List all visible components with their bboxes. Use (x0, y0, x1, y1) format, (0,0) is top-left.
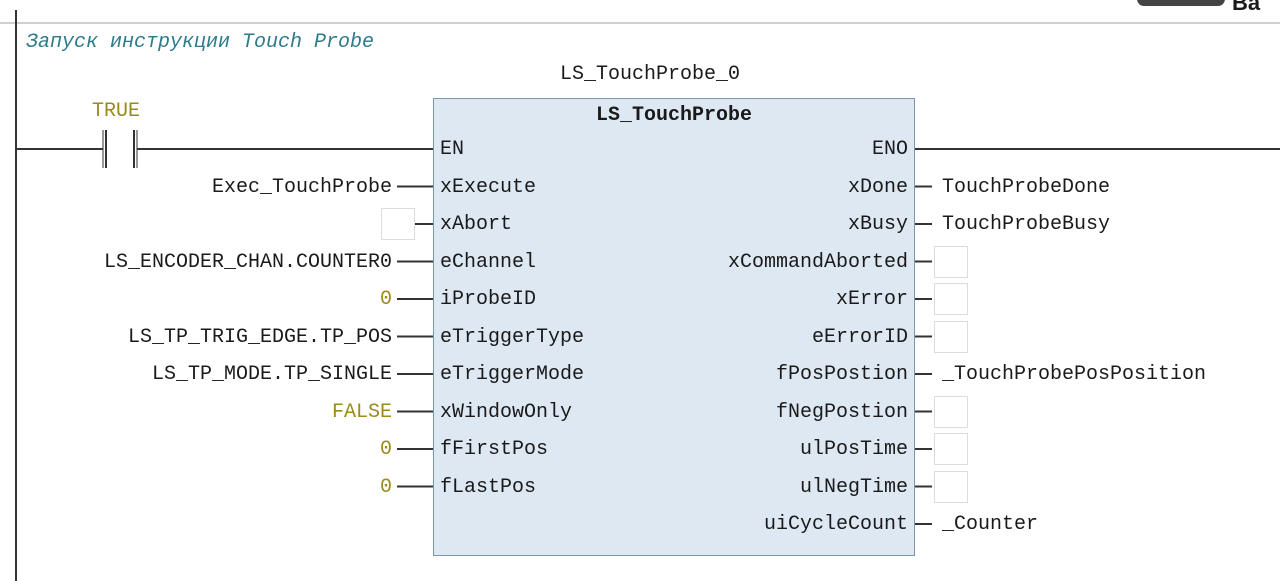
output-empty-eErrorID[interactable] (934, 320, 968, 353)
input-value-fFirstPos[interactable]: 0 (379, 438, 392, 461)
output-pin-xBusy: xBusy (847, 213, 908, 236)
output-value-uiCycleCount[interactable]: _Counter (942, 513, 1039, 536)
output-empty-xCommandAborted[interactable] (934, 245, 968, 278)
function-block[interactable] (433, 98, 915, 556)
output-pin-uiCycleCount: uiCycleCount (763, 513, 908, 536)
output-empty-xError[interactable] (934, 283, 968, 315)
output-value-xBusy[interactable]: TouchProbeBusy (942, 213, 1111, 236)
input-value-eTriggerMode[interactable]: LS_TP_MODE.TP_SINGLE (151, 363, 392, 386)
output-pin-xError: xError (835, 288, 908, 311)
input-value-fLastPos[interactable]: 0 (379, 475, 392, 499)
toolbar-pill (1137, 0, 1225, 6)
input-pin-eTriggerType: eTriggerType (440, 325, 585, 349)
output-value-xDone[interactable]: TouchProbeDone (942, 175, 1111, 199)
input-pin-xExecute: xExecute (440, 175, 537, 199)
rung-comment: Запуск инструкции Touch Probe (26, 31, 375, 54)
output-pin-ulPosTime: ulPosTime (799, 438, 908, 461)
output-pin-xDone: xDone (847, 175, 908, 199)
input-pin-xAbort: xAbort (440, 213, 513, 236)
output-value-fPosPostion[interactable]: _TouchProbePosPosition (942, 363, 1207, 386)
input-value-xWindowOnly[interactable]: FALSE (331, 400, 392, 424)
output-pin-ENO: ENO (871, 138, 908, 161)
input-value-eChannel[interactable]: LS_ENCODER_CHAN.COUNTER0 (103, 250, 392, 274)
contact-label[interactable]: TRUE (92, 100, 141, 123)
input-value-iProbeID[interactable]: 0 (379, 288, 392, 311)
input-pin-EN: EN (440, 138, 465, 161)
block-instance-name[interactable]: LS_TouchProbe_0 (560, 63, 741, 86)
output-pin-xCommandAborted: xCommandAborted (727, 250, 908, 274)
output-pin-eErrorID: eErrorID (811, 325, 908, 349)
input-empty-xAbort[interactable] (381, 208, 415, 240)
input-pin-eChannel: eChannel (440, 250, 537, 274)
input-pin-iProbeID: iProbeID (440, 288, 537, 311)
input-value-eTriggerType[interactable]: LS_TP_TRIG_EDGE.TP_POS (127, 325, 392, 349)
output-pin-fNegPostion: fNegPostion (775, 400, 908, 424)
block-title: LS_TouchProbe (595, 104, 753, 127)
output-empty-ulPosTime[interactable] (934, 433, 968, 465)
output-pin-fPosPostion: fPosPostion (775, 363, 908, 386)
output-empty-fNegPostion[interactable] (934, 395, 968, 428)
input-pin-fFirstPos: fFirstPos (440, 438, 549, 461)
input-pin-eTriggerMode: eTriggerMode (440, 363, 585, 386)
input-pin-fLastPos: fLastPos (440, 475, 537, 499)
corner-label: Ba (1232, 0, 1261, 15)
output-pin-ulNegTime: ulNegTime (799, 475, 908, 499)
output-empty-ulNegTime[interactable] (934, 470, 968, 503)
input-pin-xWindowOnly: xWindowOnly (440, 400, 573, 424)
input-value-xExecute[interactable]: Exec_TouchProbe (211, 175, 392, 199)
contact-no[interactable] (100, 128, 140, 170)
